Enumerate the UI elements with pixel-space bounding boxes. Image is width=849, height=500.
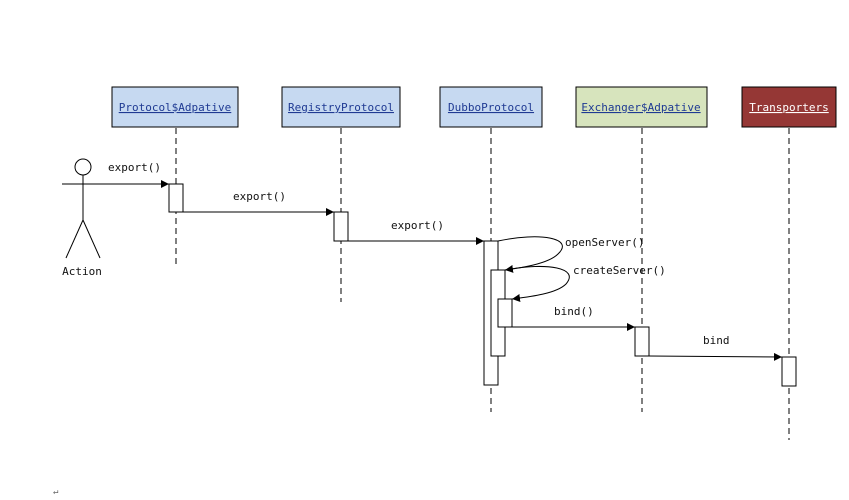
participant-label: RegistryProtocol <box>288 101 394 114</box>
message-label-export-3: export() <box>391 219 444 232</box>
activation-exchanger-adaptive <box>634 326 650 357</box>
message-arrow-open-server <box>497 236 563 273</box>
participant-label: Transporters <box>749 101 828 114</box>
message-label-export-2: export() <box>233 190 286 203</box>
paragraph-mark: ↵ <box>53 487 58 495</box>
message-arrow-bind-2 <box>648 352 783 361</box>
message-label-bind-2: bind <box>703 334 730 347</box>
participant-transporters: Transporters <box>741 86 837 128</box>
activation-dubbo-protocol-create-server <box>497 298 513 328</box>
actor-figure <box>62 158 104 259</box>
participant-label: Exchanger$Adpative <box>581 101 700 114</box>
actor-label: Action <box>62 265 102 278</box>
participant-exchanger-adaptive: Exchanger$Adpative <box>575 86 708 128</box>
message-arrow-create-server <box>504 265 570 302</box>
participant-dubbo-protocol: DubboProtocol <box>439 86 543 128</box>
message-label-export-1: export() <box>108 161 161 174</box>
participant-registry-protocol: RegistryProtocol <box>281 86 401 128</box>
activation-registry-protocol <box>333 211 349 242</box>
activation-protocol-adaptive <box>168 183 184 213</box>
participant-protocol-adaptive: Protocol$Adpative <box>111 86 239 128</box>
activation-transporters <box>781 356 797 387</box>
message-label-create-server: createServer() <box>573 264 666 277</box>
message-label-bind-1: bind() <box>554 305 594 318</box>
participant-label: Protocol$Adpative <box>119 101 232 114</box>
message-label-open-server: openServer() <box>565 236 644 249</box>
participant-label: DubboProtocol <box>448 101 534 114</box>
